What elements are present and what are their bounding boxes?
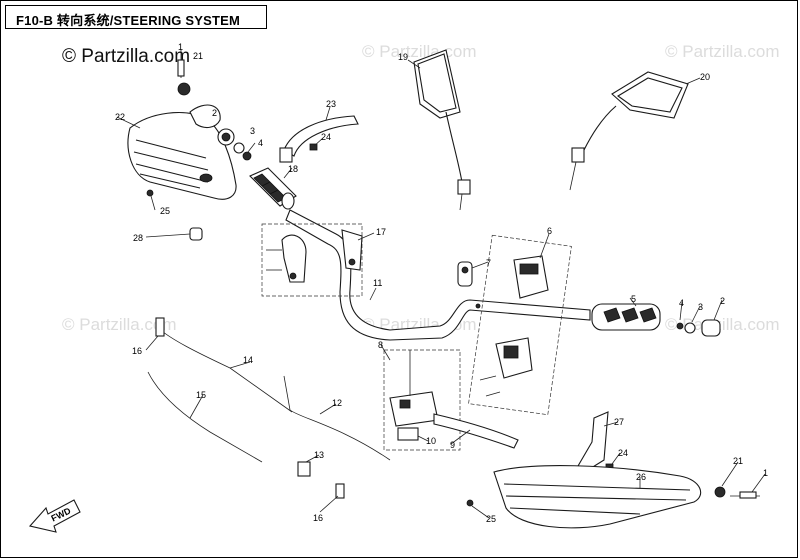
callout-label: 24 xyxy=(321,132,331,142)
callout-label: 19 xyxy=(398,52,408,62)
bracket-part-27 xyxy=(577,411,609,471)
leader-lines xyxy=(116,59,766,519)
callout-label: 16 xyxy=(313,513,323,523)
callout-label: 8 xyxy=(378,340,383,350)
callout-label: 7 xyxy=(486,258,491,268)
watermark: © Partzilla.com xyxy=(62,315,177,334)
callout-label: 6 xyxy=(547,226,552,236)
callout-label: 16 xyxy=(132,346,142,356)
handguard-part-26 xyxy=(493,465,702,529)
callout-label: 25 xyxy=(486,514,496,524)
clip-part-13 xyxy=(297,461,311,477)
callout-label: 20 xyxy=(700,72,710,82)
nut-part-4 xyxy=(242,151,252,161)
callout-label: 3 xyxy=(250,126,255,136)
cable-part-12 xyxy=(283,375,391,461)
brake-group-box xyxy=(383,349,461,451)
bracket-group-box xyxy=(261,223,363,297)
callout-label: 28 xyxy=(133,233,143,243)
callout-label: 2 xyxy=(720,296,725,306)
callout-label: 17 xyxy=(376,227,386,237)
cap-part-28 xyxy=(189,227,203,241)
watermark: © Partzilla.com xyxy=(665,42,780,61)
callout-label: 12 xyxy=(332,398,342,408)
callout-label: 22 xyxy=(115,112,125,122)
callout-label: 18 xyxy=(288,164,298,174)
nut-part-4 xyxy=(676,322,684,330)
callout-label: 4 xyxy=(679,298,684,308)
callout-label: 14 xyxy=(243,355,253,365)
callout-label: 3 xyxy=(698,302,703,312)
forward-arrow-icon: FWD xyxy=(28,499,81,533)
bolt-part-1 xyxy=(730,491,760,499)
callout-labels: 1 21 2 3 4 22 23 24 18 25 19 20 28 17 6 … xyxy=(115,42,768,524)
screw-part-24 xyxy=(309,143,318,151)
callout-label: 5 xyxy=(631,294,636,304)
washer-part-3 xyxy=(684,322,696,334)
callout-label: 27 xyxy=(614,417,624,427)
callout-label: 24 xyxy=(618,448,628,458)
mirror-left-part-19 xyxy=(413,49,471,211)
clip-part-16 xyxy=(335,483,345,499)
switch-housing-part-6 xyxy=(479,255,549,397)
switch-group-box xyxy=(468,234,572,416)
bushing-part-21 xyxy=(714,486,726,498)
callout-label: 11 xyxy=(373,278,382,288)
callout-label: 26 xyxy=(636,472,646,482)
handlebar-part-11 xyxy=(285,209,591,341)
callout-label: 10 xyxy=(426,436,436,446)
bushing-part-21 xyxy=(177,82,191,96)
clamp-part-17 xyxy=(266,229,363,283)
callout-label: 1 xyxy=(178,42,183,52)
copyright-text: © Partzilla.com xyxy=(62,46,191,67)
callout-label: 15 xyxy=(196,390,206,400)
grip-part-5 xyxy=(591,303,661,331)
switch-part-7 xyxy=(457,261,473,287)
clip-part-16 xyxy=(155,317,165,337)
callout-label: 25 xyxy=(160,206,170,216)
master-cylinder-part-8 xyxy=(389,350,439,427)
callout-label: 2 xyxy=(212,108,217,118)
weight-part-2 xyxy=(701,319,721,337)
callout-label: 21 xyxy=(733,456,743,466)
callout-label: 9 xyxy=(450,440,455,450)
callout-label: 21 xyxy=(193,51,203,61)
cable-part-15 xyxy=(147,371,263,463)
callout-label: 23 xyxy=(326,99,336,109)
callout-label: 1 xyxy=(763,468,768,478)
callout-label: 4 xyxy=(258,138,263,148)
grip-part-18 xyxy=(249,167,297,210)
title-box: F10-B 转向系统/STEERING SYSTEM xyxy=(5,5,267,29)
handguard-part-22 xyxy=(127,104,237,200)
screw-part-25 xyxy=(466,499,474,507)
bracket-part-10 xyxy=(397,427,419,441)
washer-part-3 xyxy=(233,142,245,154)
callout-label: 13 xyxy=(314,450,324,460)
cable-part-14 xyxy=(157,327,293,413)
mirror-right-part-20 xyxy=(569,71,689,191)
page-title: F10-B 转向系统/STEERING SYSTEM xyxy=(16,13,241,28)
brake-lever-part-9 xyxy=(433,413,519,449)
screw-part-25 xyxy=(146,189,154,197)
bolt-part-1 xyxy=(177,50,185,78)
clutch-lever-part-23 xyxy=(279,115,359,163)
